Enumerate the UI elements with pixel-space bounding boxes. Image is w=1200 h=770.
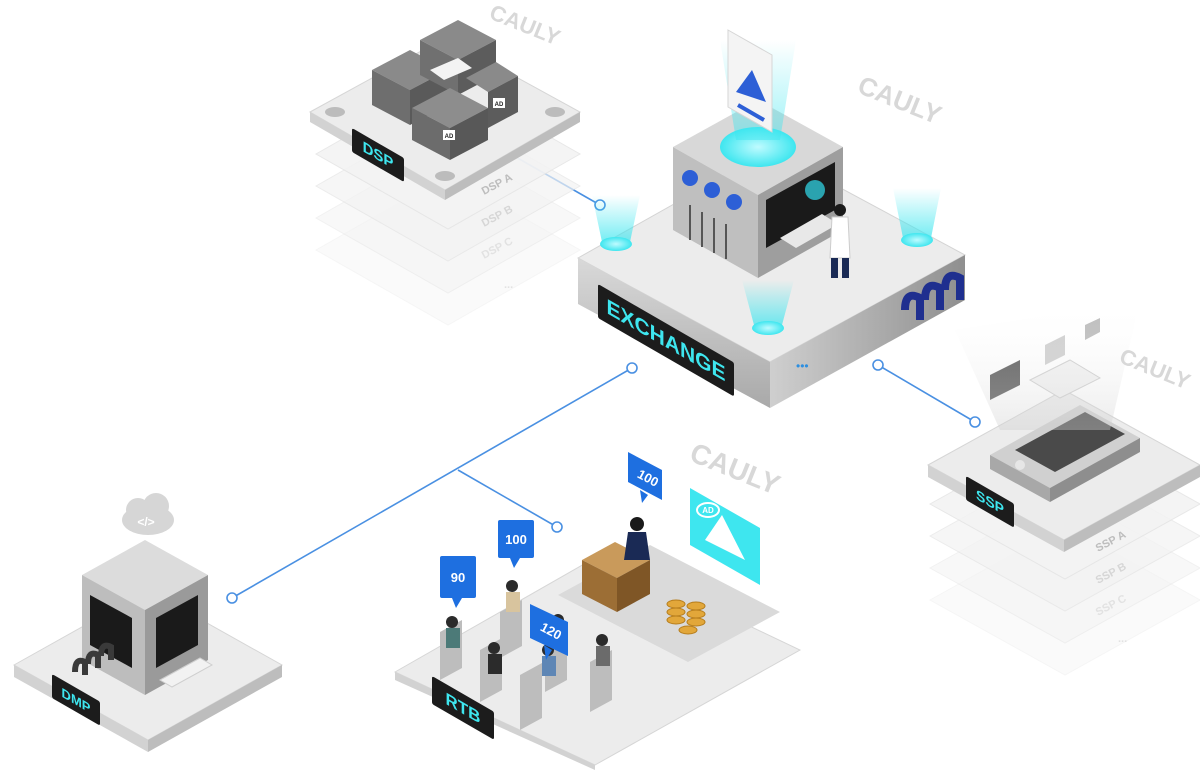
rtb-endpoint <box>551 521 563 533</box>
rtb-node[interactable]: AD 100 <box>393 437 802 770</box>
cloud-code-icon: </> <box>122 493 174 535</box>
rtb-watermark: CAULY <box>686 437 785 501</box>
dsp-watermark: CAULY <box>486 0 564 50</box>
bid-badge-90: 90 <box>440 556 476 608</box>
bid-badge-auctioneer: 100 <box>628 452 662 503</box>
ssp-tier-more: ... <box>1118 633 1127 645</box>
exchange-beams <box>592 188 941 335</box>
ad-badge: AD <box>702 506 714 515</box>
ssp-watermark: CAULY <box>1116 343 1194 394</box>
dsp-node[interactable]: AD AD DSP DSP A DSP B DSP C ... CAULY <box>308 0 582 326</box>
ad-boxes: AD AD <box>372 20 518 160</box>
exchange-node[interactable]: EXCHANGE ••• CAULY <box>576 29 967 408</box>
dmp-cables <box>72 642 114 675</box>
dsp-tier-more: ... <box>504 279 513 291</box>
ssp-endpoint <box>969 416 981 428</box>
exchange-dots: ••• <box>796 359 809 373</box>
ssp-node[interactable]: SSP SSP A SSP B SSP C ... CAULY <box>926 300 1200 676</box>
exchange-watermark: CAULY <box>854 70 946 130</box>
svg-text:90: 90 <box>451 570 465 585</box>
coin-stack-icon <box>666 599 706 635</box>
box-label-ad: AD <box>495 102 504 108</box>
dmp-endpoint <box>226 592 238 604</box>
bid-badge-120: 120 <box>530 604 568 660</box>
auction-podium <box>582 517 650 612</box>
box-label-ad: AD <box>445 134 454 140</box>
ad-image-card: AD <box>690 488 760 585</box>
exchange-endpoint-ssp <box>872 359 884 371</box>
bid-badge-100: 100 <box>498 520 534 568</box>
dmp-exchange-line <box>231 367 633 599</box>
exchange-ssp-line <box>877 364 976 423</box>
svg-text:</>: </> <box>137 515 154 529</box>
rtb-branch-line <box>457 469 558 528</box>
exchange-cables <box>901 271 964 320</box>
exchange-document-icon <box>727 29 773 133</box>
exchange-server <box>673 40 851 278</box>
exchange-endpoint-dmp <box>626 362 638 374</box>
dmp-node[interactable]: </> DMP <box>12 493 284 752</box>
svg-text:100: 100 <box>505 532 527 547</box>
